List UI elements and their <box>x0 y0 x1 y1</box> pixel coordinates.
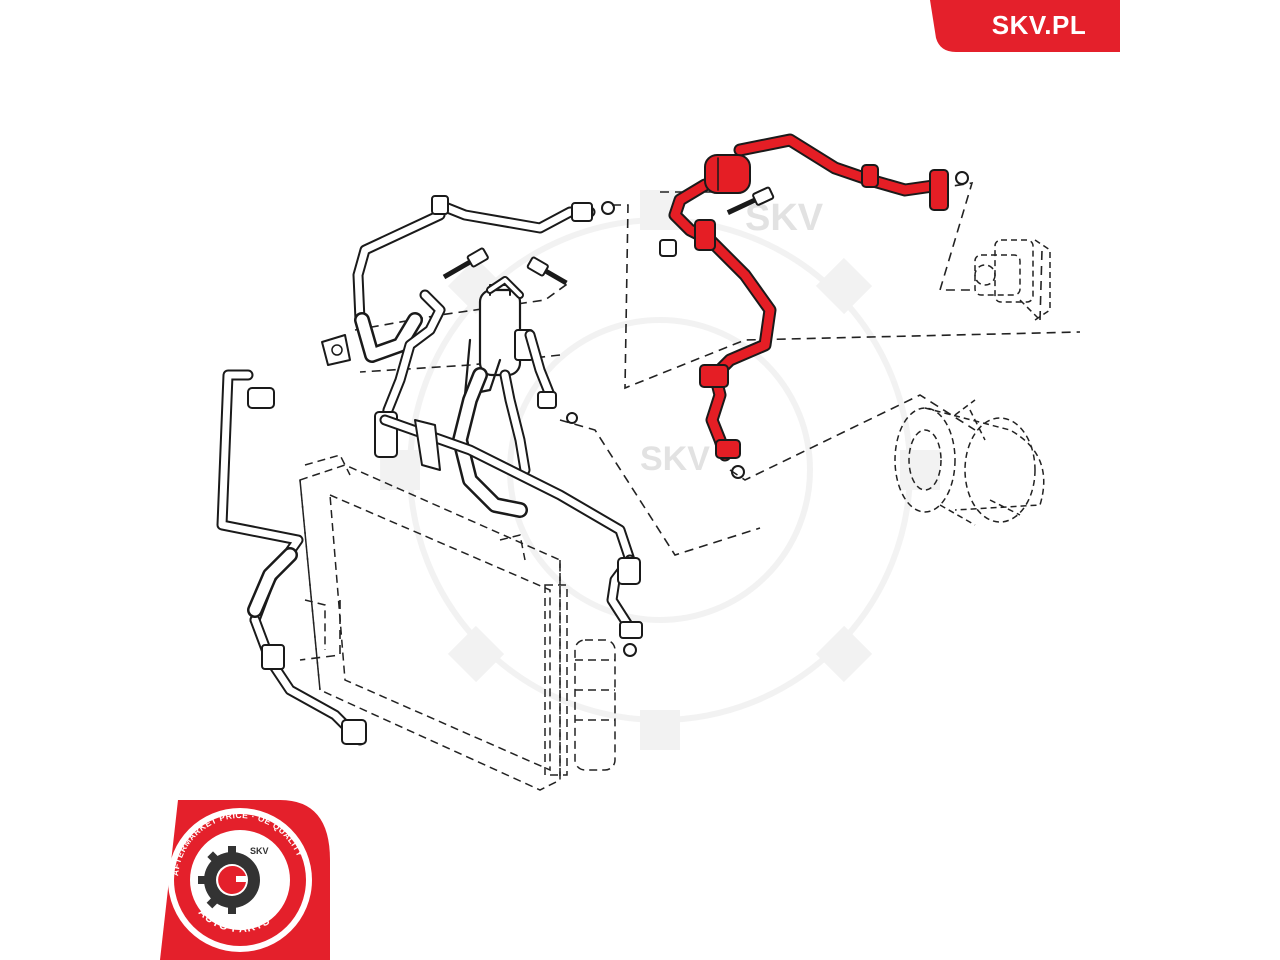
site-label[interactable]: SKV.PL <box>991 10 1087 40</box>
pipe-assembly-left <box>216 195 643 746</box>
gear-icon <box>198 846 260 914</box>
condenser <box>299 454 616 791</box>
skv-badge[interactable]: AFTERMARKET PRICE · OE QUALITY AUTO PART… <box>160 800 330 960</box>
brand-tab <box>930 0 1120 52</box>
compressor <box>894 399 1045 526</box>
bolts <box>442 171 969 657</box>
expansion-valve-block <box>974 239 1051 321</box>
highlighted-hose-assembly[interactable] <box>668 133 949 462</box>
watermark-text-2: SKV <box>640 440 710 478</box>
badge-center-text: SKV <box>250 846 269 856</box>
